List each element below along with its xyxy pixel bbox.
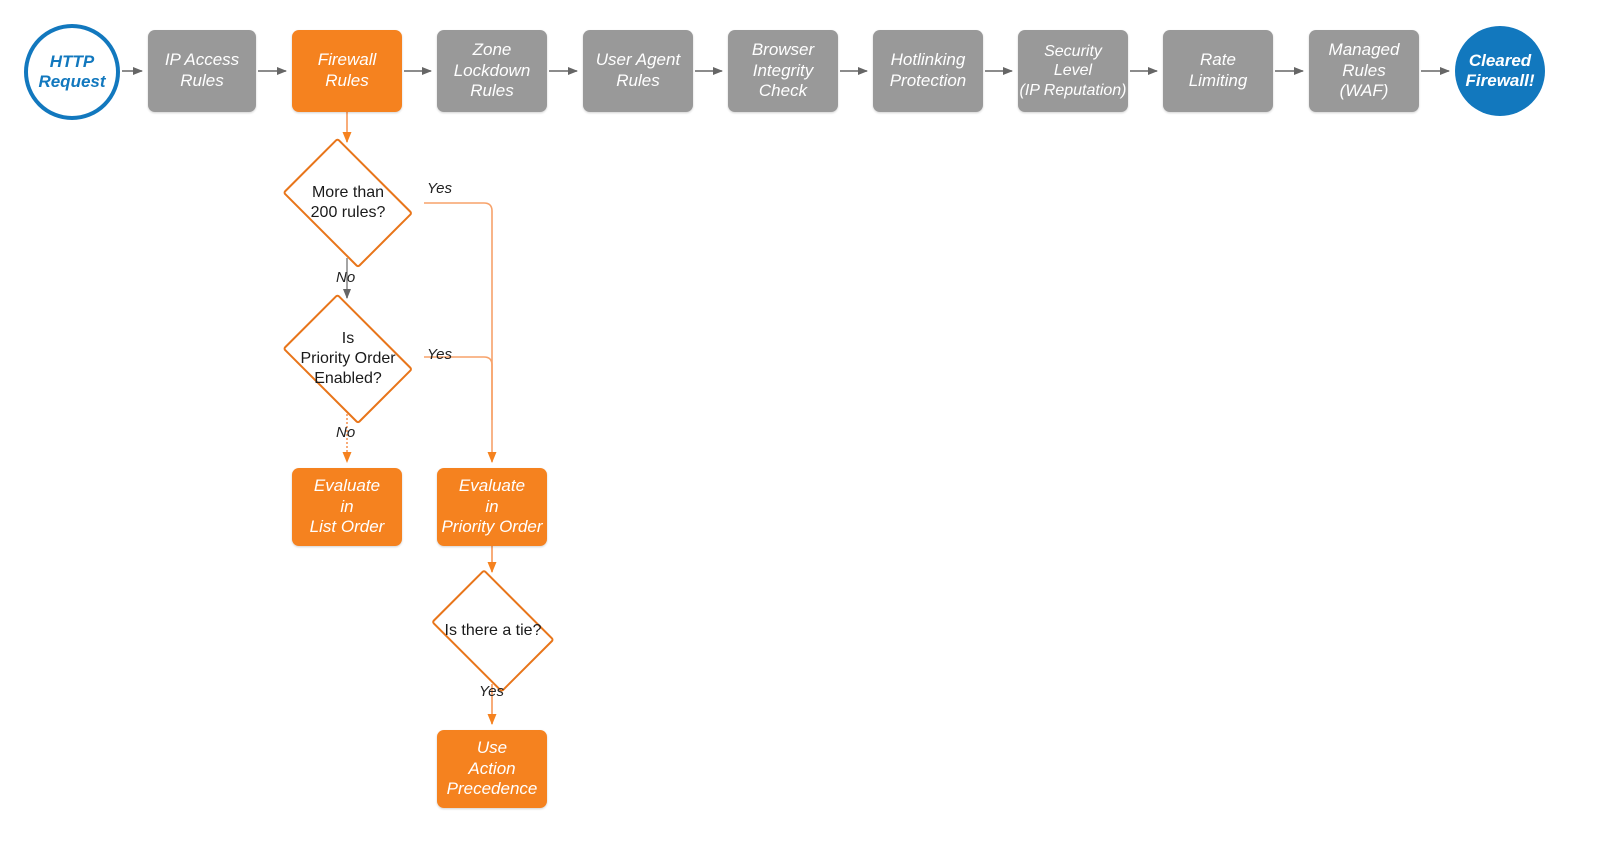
node-managed-rules-waf[interactable]: Managed Rules (WAF): [1309, 30, 1419, 112]
node-label: Browser Integrity Check: [751, 39, 815, 101]
edge-priority-yes: [424, 356, 493, 420]
node-browser-integrity-check[interactable]: Browser Integrity Check: [728, 30, 838, 112]
node-label: Hotlinking Protection: [889, 50, 967, 90]
edge-label-yes-more-than-200: Yes: [427, 180, 453, 197]
edge-label-no-priority-order: No: [336, 424, 356, 441]
node-rate-limiting[interactable]: Rate Limiting: [1163, 30, 1273, 112]
edge-label-yes-is-there-a-tie: Yes: [479, 683, 505, 700]
node-label: Evaluate in List Order: [309, 475, 385, 537]
node-label: More than 200 rules?: [310, 184, 386, 221]
edge-label-yes-priority-order: Yes: [427, 346, 453, 363]
node-label: Cleared Firewall!: [1465, 50, 1535, 90]
node-http-request[interactable]: HTTP Request: [24, 24, 120, 120]
node-label: Is Priority Order Enabled?: [300, 330, 396, 387]
node-label: HTTP Request: [38, 51, 106, 91]
node-security-level[interactable]: Security Level (IP Reputation): [1018, 30, 1128, 112]
node-cleared-firewall[interactable]: Cleared Firewall!: [1455, 26, 1545, 116]
node-evaluate-in-priority-order[interactable]: Evaluate in Priority Order: [437, 468, 547, 546]
node-ip-access-rules[interactable]: IP Access Rules: [148, 30, 256, 112]
node-label: Managed Rules (WAF): [1328, 39, 1400, 101]
node-use-action-precedence[interactable]: Use Action Precedence: [437, 730, 547, 808]
node-label: User Agent Rules: [595, 50, 681, 90]
node-label: Firewall Rules: [317, 50, 377, 90]
node-label: Security Level (IP Reputation): [1019, 42, 1127, 99]
node-label: IP Access Rules: [164, 50, 240, 90]
node-evaluate-in-list-order[interactable]: Evaluate in List Order: [292, 468, 402, 546]
edge-200rules-yes: [424, 202, 497, 463]
node-label: Use Action Precedence: [446, 737, 538, 799]
node-zone-lockdown-rules[interactable]: Zone Lockdown Rules: [437, 30, 547, 112]
node-label: Evaluate in Priority Order: [441, 475, 543, 537]
node-firewall-rules[interactable]: Firewall Rules: [292, 30, 402, 112]
node-more-than-200-rules[interactable]: More than 200 rules?: [272, 137, 424, 269]
node-label: Is there a tie?: [444, 622, 542, 640]
node-hotlinking-protection[interactable]: Hotlinking Protection: [873, 30, 983, 112]
node-is-priority-order-enabled[interactable]: Is Priority Order Enabled?: [272, 293, 424, 425]
node-user-agent-rules[interactable]: User Agent Rules: [583, 30, 693, 112]
node-label: Zone Lockdown Rules: [453, 39, 531, 101]
edge-label-no-more-than-200: No: [336, 269, 356, 286]
node-label: Rate Limiting: [1188, 50, 1248, 90]
node-is-there-a-tie[interactable]: Is there a tie?: [422, 569, 564, 693]
